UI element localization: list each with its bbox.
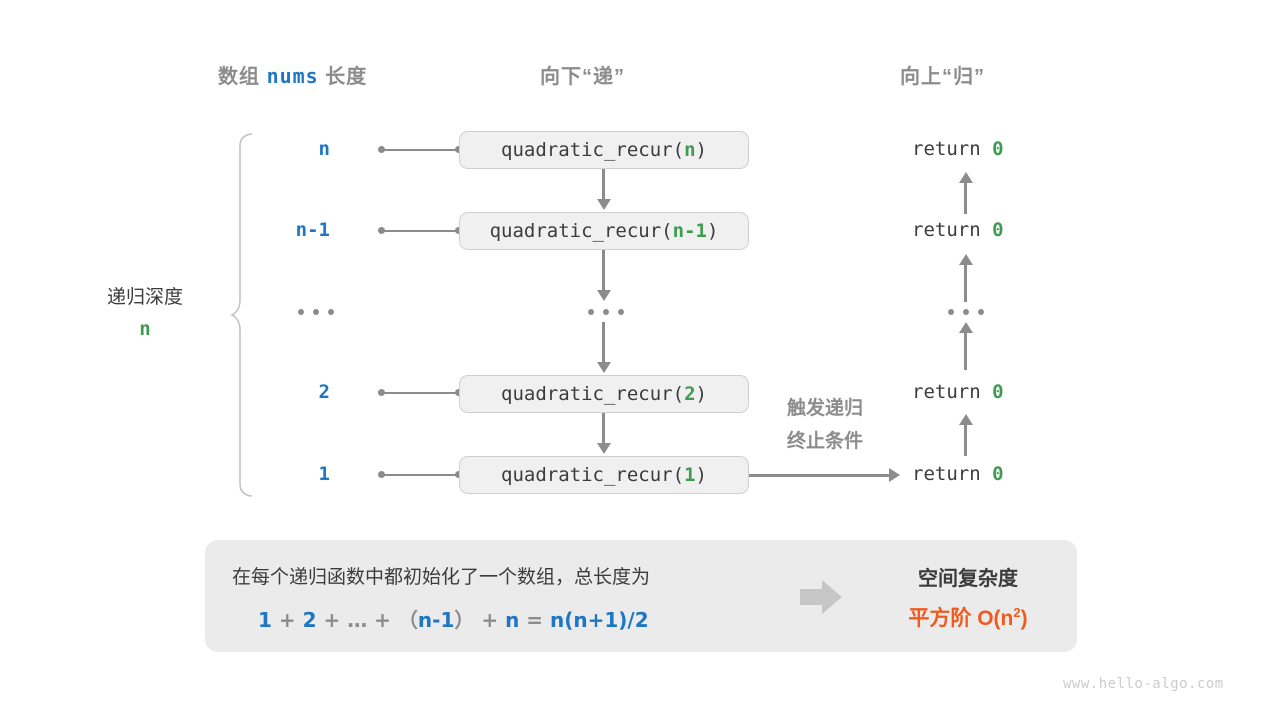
descend-arrow-head-2: [596, 362, 611, 373]
call-prefix-3: quadratic_recur(: [501, 383, 685, 405]
return-label-row-3: return 0: [912, 381, 1004, 403]
depth-label-row-3: 2: [318, 381, 330, 403]
ascend-arrow-line-0: [964, 180, 967, 214]
call-suffix-4: ): [695, 464, 707, 486]
formula-op-1: +: [271, 608, 303, 632]
base-case-arrow-line: [749, 473, 891, 477]
depth-label-row-0: n: [318, 138, 330, 160]
connector-line-0: [383, 148, 459, 151]
connector-dot-left-0: [378, 146, 385, 153]
ascend-arrow-head-0: [958, 172, 973, 183]
call-arg-3: 2: [684, 383, 696, 405]
formula-op-3: + （: [367, 608, 418, 632]
call-suffix-3: ): [695, 383, 707, 405]
complexity-result-suffix: ): [1020, 607, 1028, 630]
connector-line-3: [383, 391, 459, 394]
connector-dot-right-3: [455, 389, 462, 396]
descend-arrow-head-3: [596, 443, 611, 454]
return-value-3: 0: [992, 381, 1004, 403]
depth-ellipsis-row-2: [298, 309, 334, 315]
trigger-note-line-2: 终止条件: [786, 431, 863, 452]
return-value-1: 0: [992, 219, 1004, 241]
implies-arrow-icon: [800, 580, 842, 614]
formula-op-5: =: [519, 608, 550, 632]
header-ascend: 向上“归”: [900, 66, 985, 88]
connector-dot-right-0: [455, 146, 462, 153]
call-box-row-4[interactable]: quadratic_recur(1): [459, 456, 749, 494]
call-arg-1: n-1: [672, 220, 707, 242]
connector-dot-left-1: [378, 227, 385, 234]
ascend-arrow-head-1: [958, 254, 973, 265]
header-array-length: 数组 nums 长度: [218, 60, 367, 89]
formula-term-1: 1: [258, 608, 272, 632]
header-array-suffix: 长度: [318, 66, 368, 88]
call-arg-0: n: [684, 139, 696, 161]
call-suffix-1: ): [706, 220, 719, 242]
descend-arrow-line-2: [602, 322, 605, 364]
summary-description: 在每个递归函数中都初始化了一个数组，总长度为: [232, 567, 651, 588]
descend-arrow-head-1: [596, 290, 611, 301]
descend-arrow-line-3: [602, 413, 605, 445]
formula-term-4: n-1: [417, 608, 455, 632]
return-ellipsis-row-2: [948, 309, 984, 315]
trigger-note-line-1: 触发递归: [786, 398, 863, 419]
ascend-arrow-line-1: [964, 262, 967, 302]
call-prefix-1: quadratic_recur(: [489, 220, 673, 242]
call-suffix-0: ): [695, 139, 707, 161]
complexity-title: 空间复杂度: [918, 568, 1018, 590]
summary-formula: 1 + 2 + … + （n-1） + n = n(n+1)/2: [258, 604, 649, 633]
call-box-row-0[interactable]: quadratic_recur(n): [459, 131, 749, 169]
base-case-arrow-head: [889, 468, 900, 482]
connector-dot-right-4: [455, 471, 462, 478]
connector-dot-left-3: [378, 389, 385, 396]
return-label-row-1: return 0: [912, 219, 1004, 241]
return-text-4: return: [912, 463, 993, 485]
watermark: www.hello-algo.com: [1063, 676, 1224, 692]
return-text-1: return: [912, 219, 993, 241]
return-value-0: 0: [992, 138, 1004, 160]
formula-op-4: ） +: [454, 608, 506, 632]
return-text-0: return: [912, 138, 993, 160]
call-ellipsis-row-2: [588, 309, 624, 315]
formula-term-3: …: [347, 608, 368, 632]
return-value-4: 0: [992, 463, 1004, 485]
call-prefix-0: quadratic_recur(: [501, 139, 685, 161]
return-label-row-4: return 0: [912, 463, 1004, 485]
depth-label-row-4: 1: [318, 463, 330, 485]
formula-op-2: +: [316, 608, 348, 632]
header-array-code: nums: [266, 64, 319, 88]
descend-arrow-head-0: [596, 199, 611, 210]
call-prefix-4: quadratic_recur(: [501, 464, 685, 486]
complexity-result-exponent: 2: [1013, 605, 1021, 620]
ascend-arrow-line-3: [964, 422, 967, 456]
return-label-row-0: return 0: [912, 138, 1004, 160]
formula-term-6: n(n+1)/2: [550, 608, 649, 632]
connector-dot-left-4: [378, 471, 385, 478]
call-box-row-3[interactable]: quadratic_recur(2): [459, 375, 749, 413]
trigger-note: 触发递归 终止条件: [760, 392, 890, 458]
call-arg-4: 1: [684, 464, 696, 486]
connector-dot-right-1: [455, 227, 462, 234]
header-array-prefix: 数组: [218, 66, 267, 88]
recursion-depth-title: 递归深度: [106, 287, 183, 308]
summary-panel: [205, 540, 1077, 652]
recursion-depth-value: n: [139, 318, 151, 340]
connector-line-1: [383, 229, 459, 232]
return-text-3: return: [912, 381, 993, 403]
call-box-row-1[interactable]: quadratic_recur(n-1): [459, 212, 749, 250]
depth-label-row-1: n-1: [295, 219, 330, 241]
formula-term-5: n: [505, 608, 520, 632]
ascend-arrow-head-2: [958, 322, 973, 333]
connector-line-4: [383, 473, 459, 476]
descend-arrow-line-0: [602, 169, 605, 201]
header-descend: 向下“递”: [540, 66, 625, 88]
ascend-arrow-head-3: [958, 414, 973, 425]
ascend-arrow-line-2: [964, 330, 967, 370]
descend-arrow-line-1: [602, 250, 605, 298]
formula-term-2: 2: [302, 608, 317, 632]
recursion-depth-brace: [229, 133, 253, 497]
complexity-result: 平方阶 O(n2): [868, 602, 1068, 632]
complexity-result-prefix: 平方阶 O(n: [908, 607, 1014, 630]
